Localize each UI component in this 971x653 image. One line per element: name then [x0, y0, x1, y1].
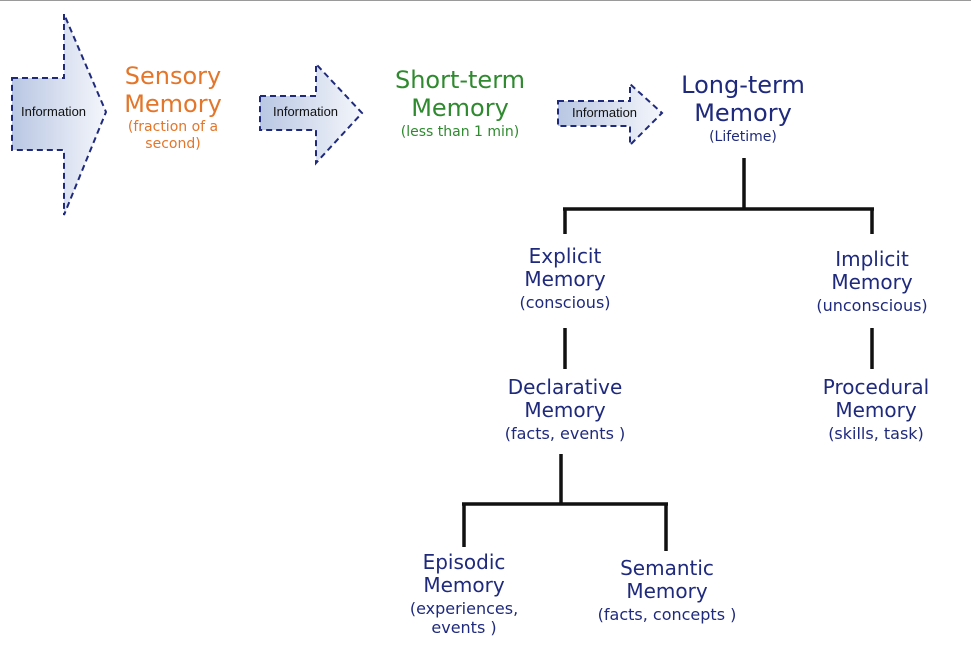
information-arrow: Information — [258, 61, 366, 166]
explicit-title-line2: Memory — [524, 267, 606, 291]
episodic-note-line1: (experiences, — [409, 599, 519, 618]
declarative-title-line1: Declarative — [507, 375, 623, 399]
arrow-label: Information — [273, 104, 339, 119]
declarative-memory: Declarative Memory (facts, events ) — [480, 375, 650, 444]
sensory-duration-line1: (fraction of a — [127, 119, 219, 136]
procedural-title-line2: Memory — [835, 398, 917, 422]
declarative-note: (facts, events ) — [504, 424, 626, 443]
information-arrow: Information — [556, 81, 666, 148]
episodic-title-line2: Memory — [423, 573, 505, 597]
implicit-title-line1: Implicit — [835, 247, 909, 271]
implicit-memory: Implicit Memory (unconscious) — [796, 247, 948, 316]
implicit-note: (unconscious) — [816, 296, 928, 315]
long-term-title-line1: Long-term — [681, 71, 805, 99]
top-border — [0, 0, 971, 1]
episodic-memory: Episodic Memory (experiences, events ) — [394, 550, 534, 638]
arrow-shape — [557, 81, 664, 148]
declarative-title-line2: Memory — [524, 398, 606, 422]
information-arrow: Information — [10, 12, 110, 217]
arrow-shape — [259, 61, 364, 166]
short-term-title-line1: Short-term — [394, 66, 526, 94]
sensory-memory: Sensory Memory (fraction of a second) — [113, 62, 233, 153]
semantic-note: (facts, concepts ) — [597, 605, 737, 624]
semantic-memory: Semantic Memory (facts, concepts ) — [578, 556, 756, 625]
episodic-title-line1: Episodic — [422, 550, 506, 574]
procedural-title-line1: Procedural — [822, 375, 930, 399]
arrow-label: Information — [21, 104, 87, 119]
explicit-title-line1: Explicit — [528, 244, 602, 268]
arrow-label: Information — [572, 105, 638, 120]
sensory-title-line1: Sensory — [124, 62, 222, 90]
procedural-note: (skills, task) — [828, 424, 924, 443]
semantic-title-line1: Semantic — [620, 556, 714, 580]
long-term-duration: (Lifetime) — [709, 129, 777, 146]
short-term-memory: Short-term Memory (less than 1 min) — [378, 66, 542, 141]
implicit-title-line2: Memory — [831, 270, 913, 294]
long-term-memory: Long-term Memory (Lifetime) — [668, 71, 818, 146]
episodic-note-line2: events ) — [431, 618, 497, 638]
sensory-title-line2: Memory — [124, 89, 222, 118]
arrow-shape — [11, 13, 108, 216]
procedural-memory: Procedural Memory (skills, task) — [800, 375, 952, 444]
explicit-memory: Explicit Memory (conscious) — [495, 244, 635, 313]
long-term-title-line2: Memory — [694, 98, 792, 127]
semantic-title-line2: Memory — [626, 579, 708, 603]
sensory-duration-line2: second) — [145, 135, 201, 152]
explicit-note: (conscious) — [519, 293, 611, 312]
short-term-title-line2: Memory — [411, 93, 509, 122]
short-term-duration: (less than 1 min) — [400, 124, 520, 141]
